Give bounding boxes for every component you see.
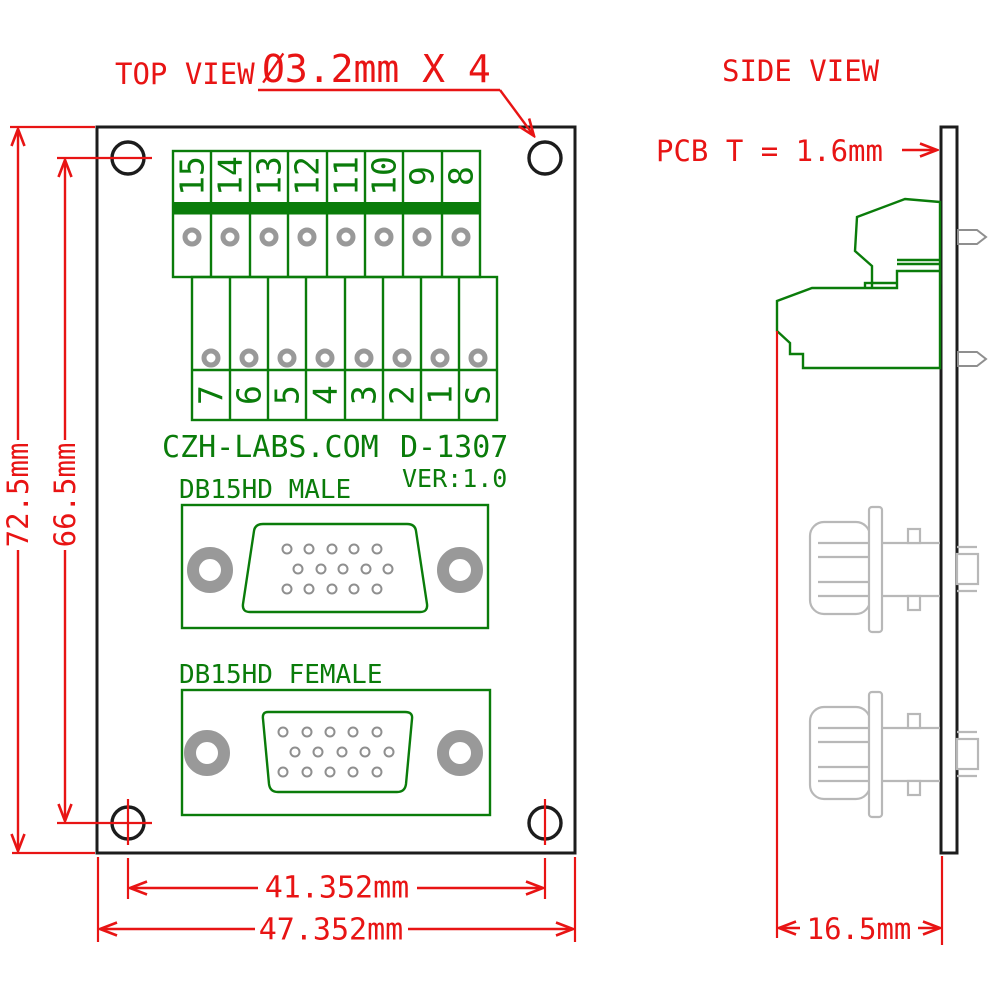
dsub-female-mount-left xyxy=(184,730,230,776)
svg-text:6: 6 xyxy=(230,385,269,405)
svg-text:41.352mm: 41.352mm xyxy=(265,871,410,906)
side-view-title: SIDE VIEW xyxy=(722,54,880,88)
svg-text:47.352mm: 47.352mm xyxy=(259,913,404,948)
svg-text:1: 1 xyxy=(421,385,460,405)
svg-text:11: 11 xyxy=(327,156,366,196)
svg-text:7: 7 xyxy=(192,385,231,405)
dsub-female-pins xyxy=(277,726,395,778)
terminal-block-lower-pads xyxy=(201,348,488,368)
silkscreen-male-label: DB15HD MALE xyxy=(179,475,351,505)
pcb-thickness-callout: PCB T = 1.6mm xyxy=(656,134,937,168)
dsub-male-shell xyxy=(241,522,429,614)
header-pins xyxy=(957,229,988,367)
dimension-board-height: 72.5mm xyxy=(1,129,35,851)
dsub-male-outline xyxy=(180,503,490,630)
dimension-hole-spacing-vertical: 66.5mm xyxy=(48,160,82,821)
svg-text:72.5mm: 72.5mm xyxy=(1,443,35,548)
svg-text:66.5mm: 66.5mm xyxy=(48,443,82,548)
svg-text:13: 13 xyxy=(250,156,289,196)
mounting-hole-top-right xyxy=(527,140,563,176)
svg-text:12: 12 xyxy=(288,156,327,196)
top-view-dimensions: 72.5mm 66.5mm 41.352mm 47.352mm xyxy=(1,125,577,948)
terminal-block-upper-bar xyxy=(173,202,480,215)
svg-text:4: 4 xyxy=(306,385,345,405)
terminal-block-upper-labels: 15 14 13 12 11 10 9 8 xyxy=(173,156,481,196)
side-extension-lines xyxy=(775,331,944,945)
terminal-block-upper-pads xyxy=(182,227,471,247)
svg-text:16.5mm: 16.5mm xyxy=(807,912,912,946)
side-view-dimensions: 16.5mm xyxy=(775,331,944,946)
silkscreen-text: CZH-LABS.COM D-1307 VER:1.0 DB15HD MALE … xyxy=(162,430,508,690)
hole-callout: Ø3.2mm X 4 xyxy=(258,47,534,136)
dsub-female-footprint xyxy=(180,688,492,817)
svg-text:3: 3 xyxy=(345,385,384,405)
dsub-male-pins xyxy=(281,543,394,595)
svg-text:9: 9 xyxy=(403,166,442,186)
dsub-male-mount-right xyxy=(437,547,483,593)
board-outline xyxy=(95,125,577,855)
terminal-block-lower-dividers xyxy=(192,277,497,420)
dsub-male-footprint xyxy=(180,503,490,630)
silkscreen-brand: CZH-LABS.COM xyxy=(162,430,379,465)
terminal-block-lower-labels: 7 6 5 4 3 2 1 S xyxy=(192,385,498,405)
svg-text:15: 15 xyxy=(173,156,212,196)
pcb-thickness-text: PCB T = 1.6mm xyxy=(656,134,883,168)
top-view: TOP VIEW 15 14 13 12 11 10 xyxy=(1,47,577,948)
silkscreen-female-label: DB15HD FEMALE xyxy=(179,660,383,690)
svg-text:S: S xyxy=(459,385,498,405)
svg-text:14: 14 xyxy=(211,156,250,196)
dimension-hole-spacing-horizontal: 41.352mm xyxy=(130,871,543,906)
silkscreen-version: VER:1.0 xyxy=(402,464,507,493)
hole-callout-text: Ø3.2mm X 4 xyxy=(262,47,491,91)
dimension-module-depth: 16.5mm xyxy=(779,912,940,946)
terminal-block-lower-side-profile xyxy=(775,269,942,370)
silkscreen-model: D-1307 xyxy=(400,430,508,465)
dsub-female-outline xyxy=(180,688,492,817)
side-view: SIDE VIEW xyxy=(656,54,988,946)
top-view-title: TOP VIEW xyxy=(115,57,255,91)
dsub-female-side-profile xyxy=(808,690,980,819)
pcb-edge xyxy=(939,125,959,855)
hole-callout-leader-arrow xyxy=(499,89,534,136)
terminal-block-lower: 7 6 5 4 3 2 1 S xyxy=(190,275,499,422)
svg-text:5: 5 xyxy=(268,385,307,405)
dimension-board-width: 47.352mm xyxy=(100,913,573,948)
svg-text:2: 2 xyxy=(383,385,422,405)
dsub-male-side-profile xyxy=(808,505,980,634)
extension-lines xyxy=(10,125,577,942)
dsub-male-mount-left xyxy=(187,547,233,593)
svg-text:10: 10 xyxy=(365,156,404,196)
terminal-block-upper: 15 14 13 12 11 10 9 8 xyxy=(171,149,482,279)
dsub-female-mount-right xyxy=(437,730,483,776)
dsub-female-shell xyxy=(261,710,414,794)
svg-text:8: 8 xyxy=(442,166,481,186)
